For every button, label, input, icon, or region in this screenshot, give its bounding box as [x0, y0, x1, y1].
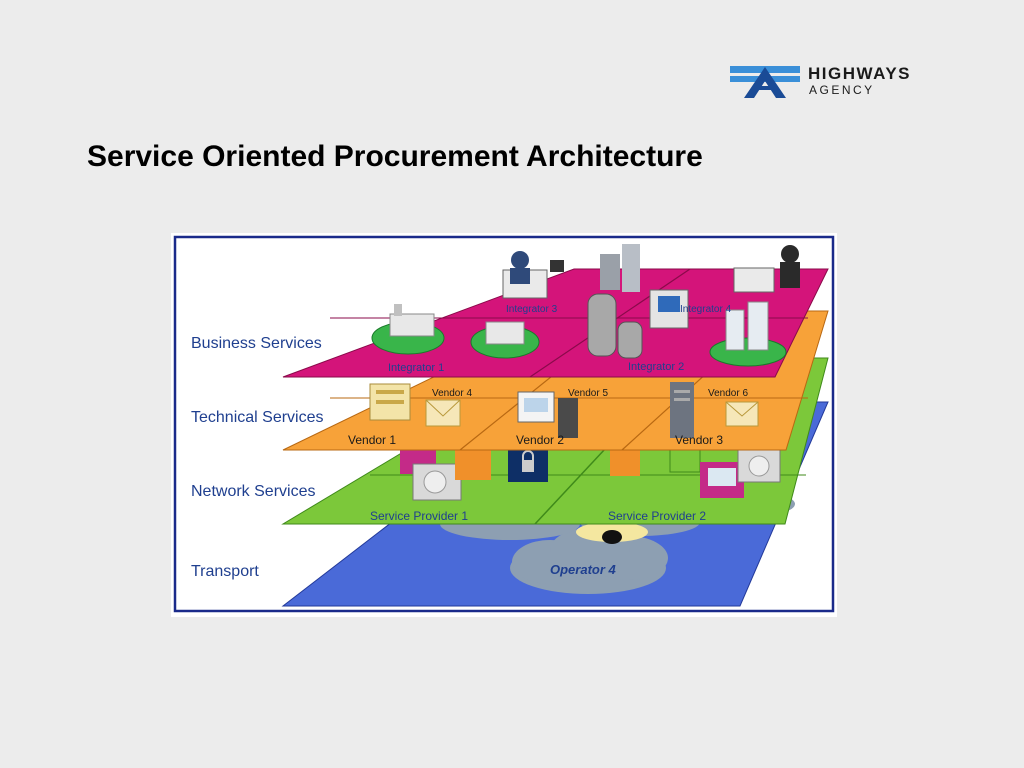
coin-stack-icon	[587, 293, 617, 357]
operator-person-icon	[511, 251, 529, 269]
node-label-vendor-1: Vendor 1	[348, 433, 396, 447]
desk-icon-2	[733, 267, 775, 293]
box-icon	[455, 446, 491, 480]
mail-box-icon	[610, 446, 640, 476]
node-label-integrator-3: Integrator 3	[506, 304, 558, 315]
technical-devices	[369, 382, 759, 438]
layer-label-transport: Transport	[191, 563, 259, 580]
architecture-diagram-svg: Business Services Technical Services Net…	[171, 233, 837, 617]
mail-icon-2	[725, 401, 759, 427]
logo-word-agency: AGENCY	[809, 83, 875, 97]
node-label-integrator-1: Integrator 1	[388, 362, 444, 374]
network-devices	[400, 443, 781, 501]
node-label-integrator-4: Integrator 4	[680, 304, 732, 315]
server-tower-icon	[558, 398, 578, 438]
node-label-vendor-3: Vendor 3	[675, 433, 723, 447]
node-label-vendor-5: Vendor 5	[568, 388, 608, 399]
node-label-service-provider-2: Service Provider 2	[608, 509, 706, 523]
layer-label-business: Business Services	[191, 335, 322, 352]
node-label-integrator-2: Integrator 2	[628, 361, 684, 373]
diagram-frame	[173, 235, 835, 613]
highways-agency-logo: HIGHWAYS AGENCY	[730, 62, 960, 102]
node-label-vendor-4: Vendor 4	[432, 388, 472, 399]
page-title: Service Oriented Procurement Architectur…	[87, 140, 703, 173]
connection-node	[602, 530, 622, 544]
logo-word-highways: HIGHWAYS	[808, 64, 912, 83]
node-label-service-provider-1: Service Provider 1	[370, 509, 468, 523]
mail-icon	[425, 399, 461, 427]
business-icons	[371, 244, 800, 367]
tower-icon	[600, 254, 620, 290]
operator-person-icon-2	[781, 245, 799, 263]
highways-agency-logo-icon	[730, 66, 800, 98]
layer-label-technical: Technical Services	[191, 409, 324, 426]
node-label-vendor-6: Vendor 6	[708, 388, 748, 399]
layer-label-network: Network Services	[191, 483, 315, 500]
node-label-operator-4: Operator 4	[550, 562, 617, 577]
node-label-vendor-2: Vendor 2	[516, 433, 564, 447]
architecture-diagram: Business Services Technical Services Net…	[170, 232, 838, 618]
